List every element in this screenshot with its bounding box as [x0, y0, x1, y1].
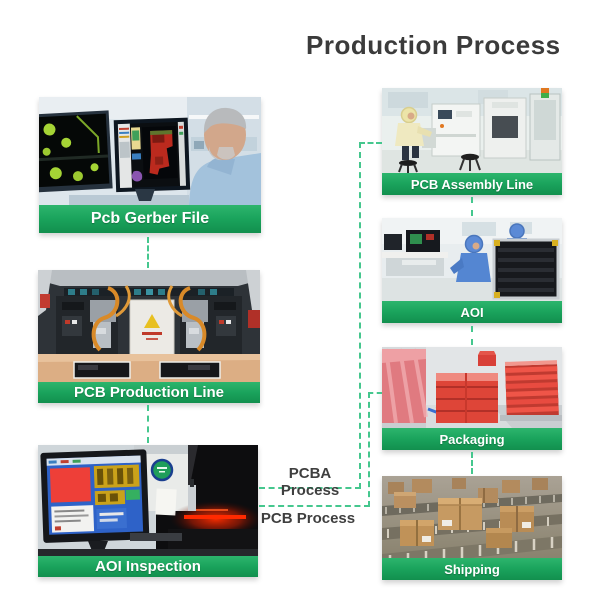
pcb-process-line-to-packaging	[368, 392, 382, 394]
label-aoi-inspection: AOI Inspection	[38, 556, 258, 577]
card-pcb-assembly-line: PCB Assembly Line	[382, 88, 562, 195]
label-packaging: Packaging	[382, 428, 562, 450]
pcb-gerber-file-illustration	[39, 97, 261, 205]
connector-packaging-to-shipping	[471, 452, 473, 474]
card-aoi-inspection: AOI Inspection	[38, 445, 258, 577]
photo-aoi-inspection	[38, 445, 258, 556]
photo-shipping	[382, 476, 562, 558]
photo-aoi	[382, 218, 562, 301]
label-pcb-assembly-line: PCB Assembly Line	[382, 173, 562, 195]
aoi-inspection-illustration	[38, 445, 258, 556]
pcb-process-line-vertical	[368, 392, 370, 507]
pcba-process-line-vertical	[359, 142, 361, 489]
photo-pcb-assembly-line	[382, 88, 562, 173]
pcb-process-label: PCB Process	[260, 510, 356, 527]
aoi-illustration	[382, 218, 562, 301]
label-pcb-production-line: PCB Production Line	[38, 382, 260, 403]
photo-pcb-gerber-file	[39, 97, 261, 205]
connector-aoi-to-packaging	[471, 326, 473, 345]
label-pcb-gerber-file: Pcb Gerber File	[39, 205, 261, 233]
connector-assembly-to-aoi	[471, 197, 473, 216]
shipping-illustration	[382, 476, 562, 558]
pcb-assembly-line-illustration	[382, 88, 562, 173]
card-shipping: Shipping	[382, 476, 562, 580]
label-shipping: Shipping	[382, 558, 562, 580]
card-pcb-gerber-file: Pcb Gerber File	[39, 97, 261, 233]
packaging-illustration	[382, 347, 562, 428]
photo-pcb-production-line	[38, 270, 260, 382]
pcba-process-line-horizontal	[259, 487, 361, 489]
pcb-process-line-horizontal	[259, 505, 370, 507]
connector-gerber-to-production	[147, 237, 149, 268]
label-aoi: AOI	[382, 301, 562, 323]
card-packaging: Packaging	[382, 347, 562, 450]
card-aoi: AOI	[382, 218, 562, 323]
pcba-process-label: PCBA Process	[280, 465, 340, 499]
page-title: Production Process	[306, 30, 561, 60]
card-pcb-production-line: PCB Production Line	[38, 270, 260, 403]
photo-packaging	[382, 347, 562, 428]
connector-production-to-aoi-inspection	[147, 405, 149, 443]
pcba-process-line-to-assembly	[359, 142, 382, 144]
pcb-production-line-illustration	[38, 270, 260, 382]
